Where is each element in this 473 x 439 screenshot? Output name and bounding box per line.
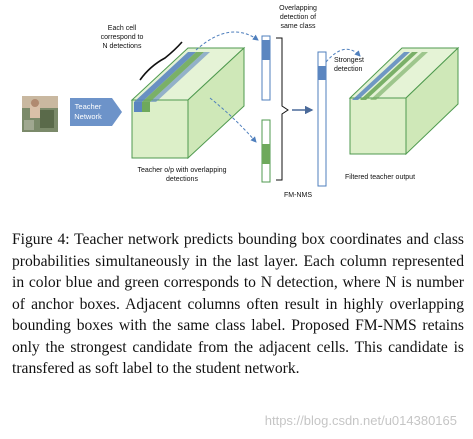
- watermark-url: https://blog.csdn.net/u014380165: [264, 413, 457, 428]
- teacher-network-label-2: Network: [74, 112, 102, 121]
- filtered-output-label: Filtered teacher output: [345, 174, 415, 181]
- teacher-output-label-1: Teacher o/p with overlapping: [137, 167, 226, 174]
- overlapping-label-3: same class: [280, 23, 316, 30]
- each-cell-label-1: Each cell: [108, 25, 137, 32]
- strongest-label-1: Strongest: [334, 57, 364, 64]
- teacher-network-block: Teacher Network: [70, 98, 122, 126]
- green-detection-column: [261, 119, 271, 183]
- arrow-to-blue-column: [195, 31, 259, 51]
- strongest-detection-column: [317, 51, 327, 187]
- teacher-output-label-2: detections: [166, 176, 198, 183]
- figure-diagram: Teacher Network Each cell correspond to …: [22, 5, 460, 199]
- strongest-label-2: detection: [334, 66, 363, 73]
- figure-caption: Figure 4: Teacher network predicts bound…: [12, 231, 464, 377]
- blue-detection-column: [261, 35, 271, 101]
- input-image: [22, 96, 58, 132]
- overlapping-label-2: detection of: [280, 14, 316, 21]
- fm-nms-label: FM-NMS: [284, 192, 312, 199]
- each-cell-label-3: N detections: [103, 43, 142, 50]
- arrow-to-green-column: [209, 97, 257, 143]
- overlapping-label-1: Overlapping: [279, 5, 317, 12]
- each-cell-label-2: correspond to: [101, 34, 144, 41]
- columns-brace: [276, 37, 289, 181]
- teacher-network-label-1: Teacher: [75, 102, 102, 111]
- cell-brace: [139, 41, 183, 81]
- arrow-to-filtered-cube: [325, 48, 361, 63]
- teacher-output-cube: [130, 46, 246, 160]
- filtered-output-cube: [348, 46, 460, 156]
